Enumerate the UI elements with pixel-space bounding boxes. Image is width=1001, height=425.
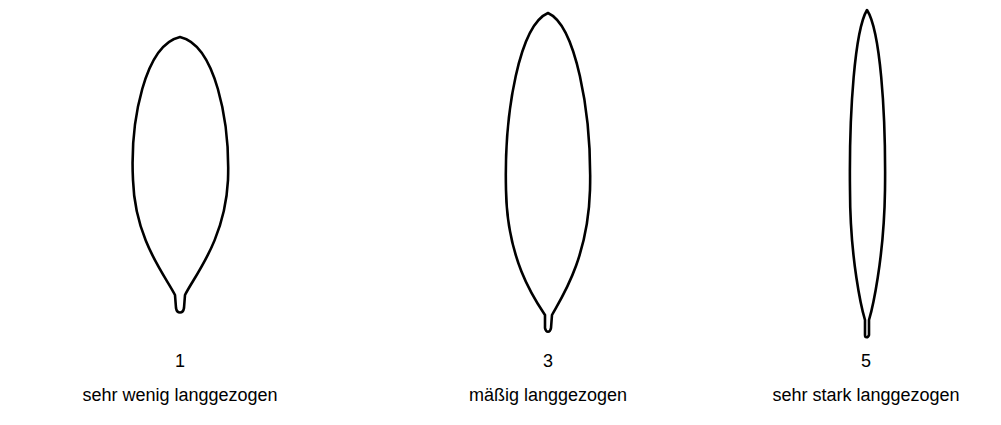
- leaf-outline: [506, 13, 590, 332]
- scale-description: mäßig langgezogen: [469, 384, 627, 406]
- scale-description: sehr stark langgezogen: [772, 384, 959, 406]
- scale-number: 1: [175, 350, 185, 372]
- scale-number: 5: [861, 350, 871, 372]
- leaf-outline: [850, 10, 885, 337]
- leaf-outline: [133, 37, 229, 313]
- scale-description: sehr wenig langgezogen: [82, 384, 277, 406]
- scale-number: 3: [543, 350, 553, 372]
